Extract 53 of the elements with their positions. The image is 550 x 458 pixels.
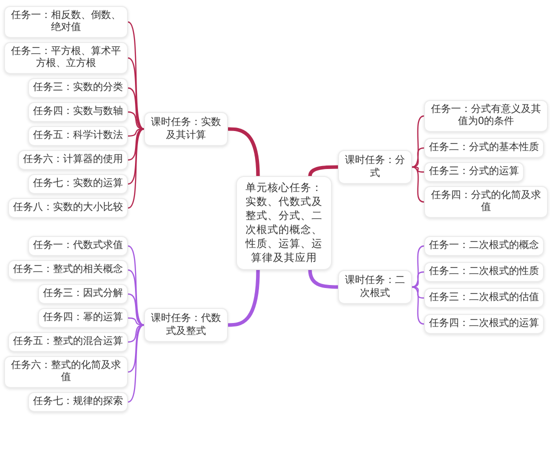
connector-line	[128, 324, 144, 343]
connector-line	[128, 269, 144, 326]
task-box: 任务六：整式的化简及求值	[4, 356, 128, 388]
task-box: 任务三：实数的分类	[28, 78, 128, 98]
connector-line	[128, 128, 144, 209]
task-box: 任务一：分式有意义及其值为0的条件	[424, 100, 548, 132]
connector-line	[128, 87, 144, 130]
connector-line	[412, 166, 424, 173]
connector-line	[128, 245, 144, 326]
connector-line	[128, 324, 144, 373]
connector-line	[128, 293, 144, 326]
task-box: 任务二：二次根式的性质	[424, 262, 544, 282]
task-box: 任务三：因式分解	[38, 284, 128, 304]
task-box: 任务七：规律的探索	[28, 392, 128, 412]
connector-line	[412, 286, 424, 325]
task-box: 任务六：计算器的使用	[18, 150, 128, 170]
connector-line	[412, 286, 424, 299]
task-box: 任务三：分式的运算	[424, 162, 524, 182]
connector-line	[228, 127, 260, 176]
task-box: 任务三：二次根式的估值	[424, 288, 544, 308]
task-box: 任务二：整式的相关概念	[8, 260, 128, 280]
task-box: 任务四：幂的运算	[38, 308, 128, 328]
task-box: 任务七：实数的运算	[28, 174, 128, 194]
connector-line	[412, 147, 424, 168]
connector-line	[308, 165, 338, 176]
connector-line	[128, 324, 144, 403]
task-box: 任务五：整式的混合运算	[8, 332, 128, 352]
connector-line	[128, 22, 144, 130]
connector-line	[228, 270, 260, 327]
connector-line	[128, 128, 144, 185]
connector-line	[128, 128, 144, 161]
subtopic-box: 课时任务：二次根式	[338, 270, 412, 304]
connector-line	[412, 271, 424, 288]
task-box: 任务八：实数的大小比较	[8, 198, 128, 218]
subtopic-box: 课时任务：分式	[338, 150, 412, 184]
task-box: 任务四：实数与数轴	[28, 102, 128, 122]
connector-line	[412, 245, 424, 288]
task-box: 任务一：相反数、倒数、绝对值	[4, 6, 128, 38]
task-box: 任务二：分式的基本性质	[424, 138, 544, 158]
task-box: 任务一：代数式求值	[28, 236, 128, 256]
connector-line	[412, 115, 424, 168]
connector-line	[128, 57, 144, 130]
subtopic-box: 课时任务：代数式及整式	[144, 308, 228, 342]
task-box: 任务四：二次根式的运算	[424, 314, 544, 334]
central-topic-box: 单元核心任务：实数、代数式及整式、分式、二次根式的概念、性质、运算、运算律及其应用	[236, 176, 332, 270]
task-box: 任务四：分式的化简及求值	[424, 186, 548, 218]
task-box: 任务二：平方根、算术平方根、立方根	[4, 42, 128, 74]
connector-line	[412, 166, 424, 203]
subtopic-box: 课时任务：实数及其计算	[144, 112, 228, 146]
connector-line	[308, 270, 338, 289]
task-box: 任务五：科学计数法	[28, 126, 128, 146]
task-box: 任务一：二次根式的概念	[424, 236, 544, 256]
connector-line	[128, 128, 144, 137]
